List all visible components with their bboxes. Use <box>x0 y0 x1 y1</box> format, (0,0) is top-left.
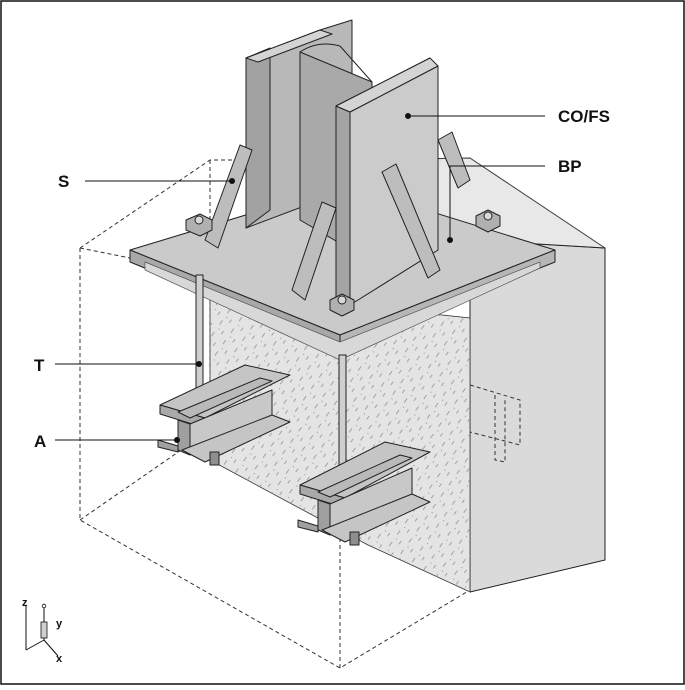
stiffeners <box>204 131 471 301</box>
label-column: CO/FS <box>558 107 610 126</box>
hidden-anchor <box>469 384 521 463</box>
bolts <box>185 209 501 317</box>
anchor-right <box>297 441 431 546</box>
label-stiffener: S <box>58 172 69 191</box>
label-anchor: A <box>34 432 46 451</box>
anchor-left <box>157 364 291 466</box>
axis-triad-icon <box>25 603 59 657</box>
label-base-plate: BP <box>558 157 582 176</box>
axis-z-label: z <box>22 597 28 609</box>
label-tie-rod: T <box>34 356 45 375</box>
axis-y-label: y <box>56 618 63 630</box>
leaders <box>55 113 545 443</box>
axis-x-label: x <box>56 653 63 665</box>
